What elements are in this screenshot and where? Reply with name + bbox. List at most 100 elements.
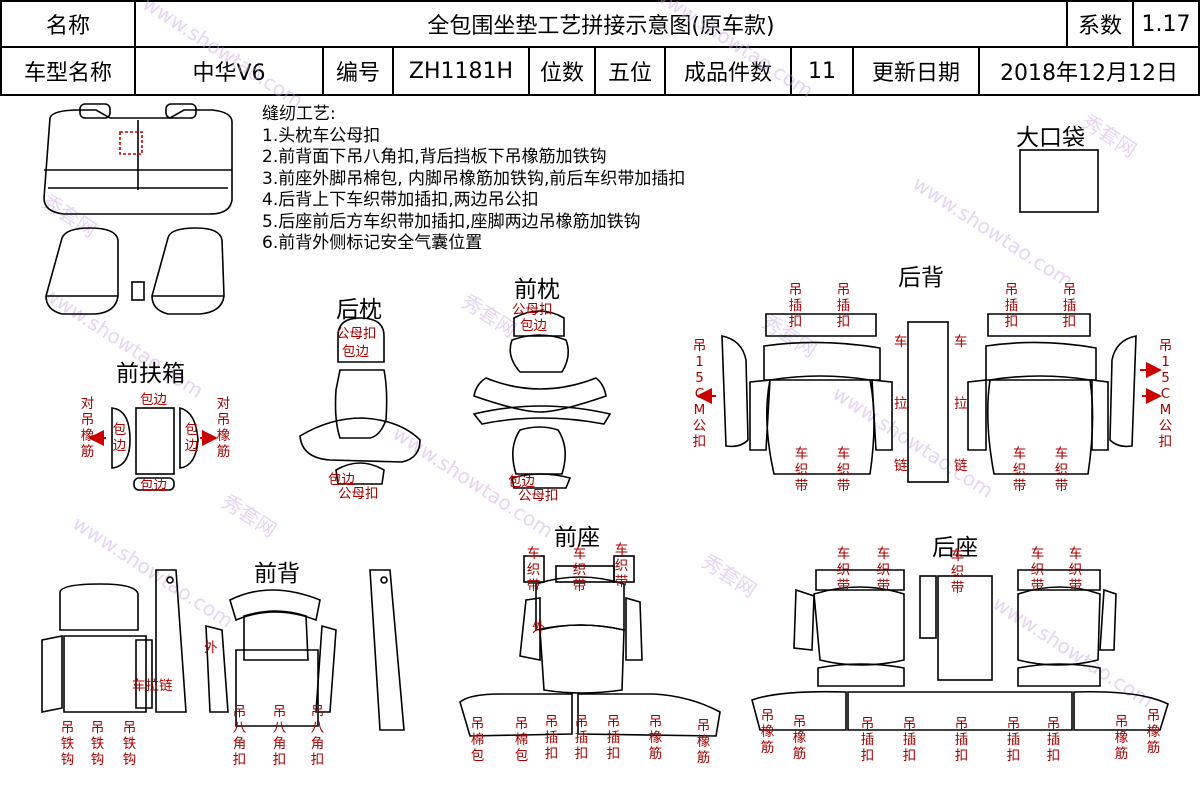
label-edge-bind: 包边 [184,422,199,454]
label-hang-snap: 吊插扣 [902,716,917,764]
seat-overview-thumbnail [43,103,233,315]
label-outside: 外 [204,640,218,656]
label-pair-elastic: 对吊橡筋 [80,396,95,460]
rear-seat-pieces [751,569,1169,731]
note-item: 2.前背面下吊八角扣,背后挡板下吊橡筋加铁钩 [262,147,607,167]
label-hang-15cm: 吊15CM公扣 [1158,338,1173,450]
name-label: 名称 [45,14,90,39]
label-hang-elastic: 吊橡筋 [760,708,775,756]
label-hang-snap: 吊插扣 [788,282,803,330]
label-hang-snap: 吊插扣 [860,716,875,764]
label-hang-snap: 吊插扣 [1046,716,1061,764]
label-hang-octagon: 吊八角扣 [272,704,287,768]
rear-back-pieces [721,313,1137,483]
label-hang-elastic: 吊橡筋 [1114,714,1129,762]
note-item: 5.后座前后方车织带加插扣,座脚两边吊橡筋加铁钩 [262,211,641,232]
label-hang-cotton: 吊棉包 [470,716,485,764]
label-hang-snap: 吊插扣 [1062,282,1077,330]
label-snap: 公母扣 [336,326,377,342]
label-snap: 公母扣 [518,488,559,504]
label-hang-snap: 吊插扣 [574,714,589,762]
label-car-webbing: 车织带 [950,548,965,596]
date-value-cell: 2018年12月12日 [978,46,1200,96]
date-label-cell: 更新日期 [852,46,980,96]
label-car-webbing: 车织带 [526,546,541,594]
code-value-cell: ZH1181H [392,46,530,96]
label-car-webbing: 车织带 [876,546,891,594]
seats-label-cell: 位数 [528,46,596,96]
coef-label: 系数 [1077,14,1122,39]
label-hang-snap: 吊插扣 [1006,716,1021,764]
label-car-webbing: 车织带 [1068,546,1083,594]
pieces-label: 成品件数 [683,61,772,86]
label-hang-snap: 吊插扣 [606,714,621,762]
label-hang-elastic: 吊橡筋 [792,714,807,762]
section-front-seat: 前座 [554,525,600,551]
note-item: 1.头枕车公母扣 [262,125,381,146]
label-car-webbing: 车织带 [836,546,851,594]
section-rear-back: 后背 [898,265,944,291]
label-zipper: 车拉链 [132,678,173,694]
label-edge-bind: 包边 [508,474,535,490]
model-value: 中华V6 [192,61,266,86]
date-label: 更新日期 [871,61,960,86]
label-hang-snap: 吊插扣 [954,716,969,764]
label-hang-elastic: 吊橡筋 [1146,708,1161,756]
note-item: 3.前座外脚吊棉包, 内脚吊橡筋加铁钩,前后车织带加插扣 [262,168,686,189]
section-front-back: 前背 [254,561,300,587]
front-seat-pieces [459,555,721,737]
label-snap: 公母扣 [512,302,553,318]
front-back-pieces [41,569,405,731]
section-rear-headrest: 后枕 [336,297,382,323]
label-edge-bind: 包边 [328,472,355,488]
rear-headrest-pieces [299,317,421,485]
big-pocket-piece [1019,149,1099,213]
label-outside: 外 [532,620,546,636]
label-car-webbing: 车织带 [1054,446,1069,494]
note-item: 6.前背外侧标记安全气囊位置 [262,233,483,253]
label-hang-elastic: 吊橡筋 [696,718,711,766]
label-hang-octagon: 吊八角扣 [310,704,325,768]
section-front-headrest: 前枕 [514,277,560,303]
front-headrest-pieces [472,310,612,489]
label-pull: 拉 [894,396,908,412]
date-value: 2018年12月12日 [1000,61,1178,86]
note-item: 4.后背上下车织带加插扣,两边吊公扣 [262,190,539,210]
section-rear-seat: 后座 [932,535,978,561]
label-hang-cotton: 吊棉包 [514,716,529,764]
name-label-cell: 名称 [0,0,136,48]
label-car: 车 [954,334,968,350]
label-car: 车 [894,334,908,350]
label-hang-octagon: 吊八角扣 [232,704,247,768]
code-label: 编号 [335,61,380,86]
seats-value: 五位 [607,61,652,86]
label-pull: 拉 [954,396,968,412]
section-big-pocket: 大口袋 [1016,125,1085,151]
label-car-webbing: 车织带 [614,542,629,590]
page-title: 全包围坐垫工艺拼接示意图(原车款) [427,14,775,39]
label-chain: 链 [954,458,968,474]
model-label-cell: 车型名称 [0,46,136,96]
model-value-cell: 中华V6 [134,46,324,96]
label-hang-iron-hook: 吊铁钩 [60,720,75,768]
label-car-webbing: 车织带 [1012,446,1027,494]
label-hang-iron-hook: 吊铁钩 [122,720,137,768]
label-edge-bind: 包边 [520,318,547,334]
notes-title: 缝纫工艺: [262,104,336,124]
label-hang-elastic: 吊橡筋 [648,714,663,762]
code-value: ZH1181H [408,58,514,84]
label-car-webbing: 车织带 [836,446,851,494]
front-armrest-pieces [111,406,199,491]
code-label-cell: 编号 [322,46,394,96]
label-edge-bind: 包边 [342,344,369,360]
label-hang-snap: 吊插扣 [544,714,559,762]
label-car-webbing: 车织带 [1030,546,1045,594]
label-edge-bind: 包边 [140,478,167,494]
label-hang-snap: 吊插扣 [836,282,851,330]
label-pair-elastic: 对吊橡筋 [216,396,231,460]
label-snap: 公母扣 [338,486,379,502]
coef-value: 1.17 [1141,11,1191,37]
label-hang-snap: 吊插扣 [1004,282,1019,330]
